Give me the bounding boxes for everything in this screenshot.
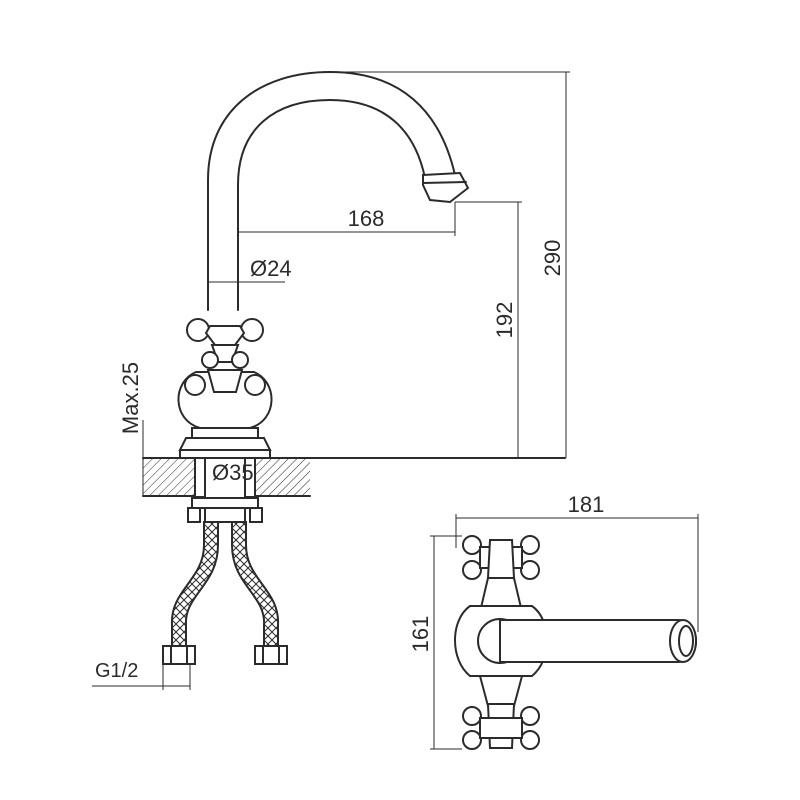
label-hole-diameter: Ø35 [212,460,254,485]
label-max-thickness: Max.25 [118,362,143,434]
dimension-spout-height: 192 [455,201,522,458]
side-view: 168 Ø24 192 290 Max.25 Ø35 [92,71,570,690]
dimension-top-width: 181 [455,492,699,632]
label-spout-reach: 168 [348,206,385,231]
dimension-spout-reach: 168 [238,202,456,236]
label-total-height: 290 [540,240,565,277]
label-top-width: 181 [568,492,605,517]
top-view: 181 161 [408,492,699,750]
upper-cross-handle [186,318,264,369]
flexible-hoses [162,521,288,665]
top-cross-handle-upper [462,535,540,613]
top-body-spout [454,605,698,677]
dimension-total-height: 290 [330,71,570,458]
top-cross-handle-lower [462,675,540,750]
dimension-top-depth: 161 [408,535,462,750]
mounting-shank [187,457,263,523]
spout [207,71,470,311]
label-spout-diameter: Ø24 [250,256,292,281]
dimension-connection: G1/2 [92,660,191,690]
faucet-body [177,369,273,459]
label-top-depth: 161 [408,616,433,653]
dimension-hole-diameter: Ø35 [212,460,254,485]
label-connection: G1/2 [95,660,138,682]
dimension-spout-diameter: Ø24 [208,256,292,283]
dimension-max-thickness: Max.25 [118,362,144,496]
label-spout-height: 192 [492,302,517,339]
